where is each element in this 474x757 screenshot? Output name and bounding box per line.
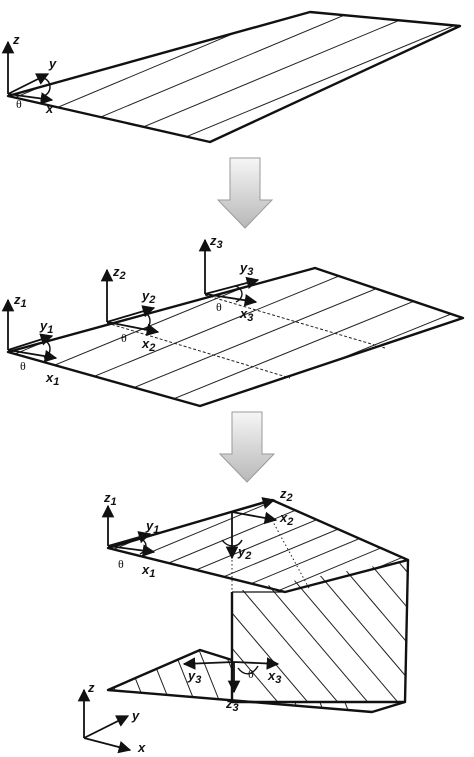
panel-3-wall-outline bbox=[230, 559, 410, 704]
panel-2-theta-arc-2 bbox=[143, 311, 151, 331]
panel-3-global-y-axis bbox=[83, 715, 130, 739]
panel-3-y3-label: y3 bbox=[187, 668, 201, 686]
panel-2-y1-label: y1 bbox=[39, 318, 53, 336]
panel-3-x3-label: x3 bbox=[267, 668, 281, 686]
panel-2-fold-line-1 bbox=[106, 322, 291, 379]
panel-1-x-label: x bbox=[45, 101, 54, 116]
panel-3-global-z-label: z bbox=[87, 680, 95, 695]
panel-1-flat-lamina: z y x θ bbox=[1, 10, 462, 144]
panel-2-segmented-lamina: z1 y1 x1 θ z2 y2 x2 θ z3 y3 x3 θ bbox=[1, 233, 465, 408]
panel-3-bottom-plate-outline bbox=[106, 648, 406, 714]
panel-1-plate-outline bbox=[6, 10, 462, 144]
transition-arrow-2 bbox=[218, 411, 276, 483]
panel-3-wall-hatching bbox=[232, 560, 408, 702]
panel-3-x3-axis bbox=[233, 657, 280, 670]
panel-2-z3-label: z3 bbox=[209, 233, 223, 251]
panel-1-theta-label: θ bbox=[16, 97, 22, 111]
panel-1-x-axis bbox=[7, 92, 54, 105]
panel-2-y2-label: y2 bbox=[141, 288, 155, 306]
panel-3-y1-axis bbox=[107, 531, 152, 547]
panel-3-hidden-line-1 bbox=[271, 519, 311, 591]
panel-3-global-x-label: x bbox=[137, 740, 146, 755]
panel-1-y-axis bbox=[7, 73, 50, 95]
panel-3-theta-arc-1 bbox=[139, 537, 147, 555]
panel-2-theta-arc-3 bbox=[235, 285, 243, 303]
panel-1-theta-arc bbox=[43, 77, 51, 97]
panel-3-global-y-label: y bbox=[131, 708, 140, 723]
panel-3-y1-label: y1 bbox=[145, 518, 159, 536]
panel-2-x1-label: x1 bbox=[45, 370, 59, 388]
panel-2-x2-label: x2 bbox=[141, 336, 155, 354]
panel-2-theta-label-3: θ bbox=[216, 300, 222, 314]
panel-2-z2-label: z2 bbox=[112, 264, 126, 282]
panel-2-x3-label: x3 bbox=[239, 306, 253, 324]
panel-3-z3-label: z3 bbox=[225, 696, 239, 714]
panel-3-theta-arc-2 bbox=[221, 539, 243, 547]
panel-2-theta-arc-1 bbox=[43, 339, 51, 359]
panel-3-theta-label-3: θ bbox=[248, 667, 254, 681]
panel-3-theta-arc-3 bbox=[237, 665, 259, 675]
panel-1-y-label: y bbox=[48, 56, 57, 71]
transition-arrow-1 bbox=[216, 157, 274, 229]
panel-2-y1-axis bbox=[7, 333, 54, 351]
panel-2-theta-label-2: θ bbox=[121, 331, 127, 345]
panel-2-hatching bbox=[8, 268, 463, 406]
panel-3-x2-axis bbox=[231, 511, 278, 525]
panel-3-bottom-hatching bbox=[108, 650, 361, 712]
panel-2-y3-label: y3 bbox=[239, 260, 253, 278]
panel-3-z2-label: z2 bbox=[279, 486, 293, 504]
panel-3-z2-axis bbox=[231, 497, 276, 513]
panel-3-y3-axis bbox=[182, 657, 235, 670]
panel-2-y3-axis bbox=[204, 276, 260, 295]
panel-3-theta-label-1: θ bbox=[118, 557, 124, 571]
panel-2-y2-axis bbox=[106, 305, 156, 323]
panel-2-z1-label: z1 bbox=[13, 292, 27, 310]
panel-1-z-label: z bbox=[12, 32, 20, 47]
panel-1-hatching bbox=[8, 12, 460, 142]
panel-2-x2-axis bbox=[106, 321, 160, 337]
panel-2-x3-axis bbox=[204, 293, 258, 307]
panel-3-global-x-axis bbox=[83, 737, 132, 754]
panel-3-folded-lamina: z1 y1 x1 θ z2 x2 y2 y3 x3 z3 θ z y x bbox=[77, 486, 410, 755]
panel-3-x1-axis bbox=[107, 544, 156, 557]
panel-3-x1-label: x1 bbox=[141, 562, 155, 580]
panel-3-y2-label: y2 bbox=[237, 544, 251, 562]
panel-3-z1-label: z1 bbox=[103, 490, 117, 508]
panel-3-x2-label: x2 bbox=[279, 510, 293, 528]
panel-2-theta-label-1: θ bbox=[20, 359, 26, 373]
panel-2-x1-axis bbox=[7, 349, 58, 363]
panel-2-fold-line-2 bbox=[204, 294, 386, 349]
